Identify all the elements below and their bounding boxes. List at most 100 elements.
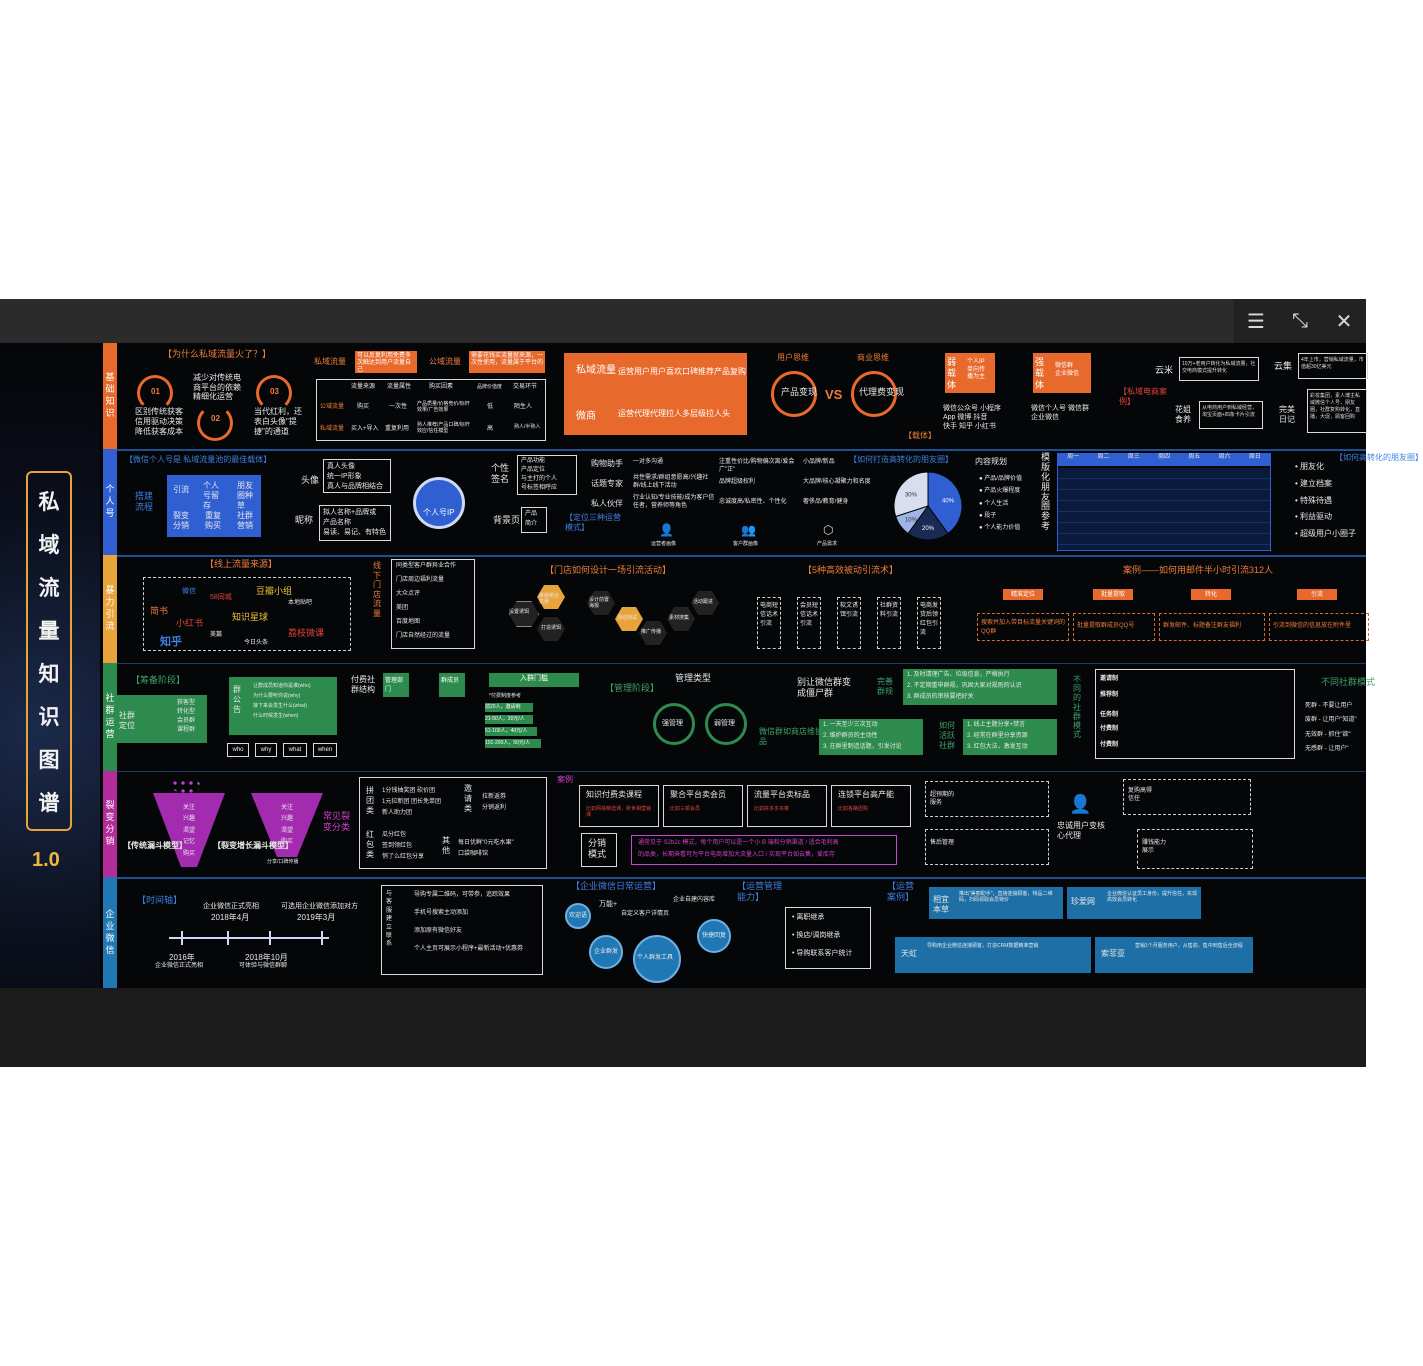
bubble: 企业群发 <box>589 935 623 969</box>
table-cell: 产品质量/价格竞价/标杆效果/广告效果 <box>417 401 470 414</box>
title-panel: 私 域 流 量 知 识 图 谱 1.0 <box>0 343 100 988</box>
avatar-label: 头像 <box>301 475 320 485</box>
right-heading: 【如何高转化的朋友圈】 <box>1335 453 1423 462</box>
timeline-label: 可体验与微信群聊 <box>239 963 288 969</box>
flow-item: 口碑推荐 <box>682 367 714 376</box>
role-desc: 品牌超级权利 <box>719 479 756 485</box>
mail-step: 批量提取 <box>1093 589 1133 600</box>
close-icon[interactable]: ✕ <box>1335 310 1353 333</box>
role-desc: 奢侈品/教育/健身 <box>803 499 849 505</box>
role-desc: 行业认知/专业技能/成为客户信任者，营养师等角色 <box>633 495 715 509</box>
signature-desc: 产品功能 产品定位 与主打的个人 号标签相呼应 <box>517 455 577 495</box>
pie-slice <box>907 505 949 541</box>
tab-fission: 裂变分销 <box>103 771 117 877</box>
title-char: 私 <box>38 490 60 514</box>
tab-traffic: 暴力引流 <box>103 555 117 663</box>
title-char: 识 <box>38 705 60 729</box>
table-header: 交易环节 <box>513 384 538 390</box>
case-desc: 10万+老用户转化为私域流量，社交电商模式提升转化 <box>1179 357 1259 381</box>
table-cell: 公域流量 <box>320 404 345 410</box>
role-desc: 共性需求/群组意愿高/兴趣社群/线上线下活动 <box>633 475 709 489</box>
case-label: 案例 <box>557 775 573 784</box>
pie-label: 30% <box>905 493 918 499</box>
cases-heading: 【运营案例】 <box>887 881 915 903</box>
weekday: 周三 <box>1127 454 1140 460</box>
passive-heading: 【5种高效被动引流术】 <box>803 565 899 575</box>
brand-case: 相宜本草 推出"美丽助手"，直接连接顾客，特品二维码，扫码领取会员特价 <box>929 887 1063 919</box>
tab-community: 社群运营 <box>103 663 117 771</box>
mindset-label: 商业思维 <box>857 353 889 362</box>
reason-text: 当代红利，还表白头像"提捷"的通道 <box>254 407 302 436</box>
type-items: 每日优鲜"0元吃水果"口袋咖啡馆 <box>458 840 514 857</box>
weekday: 周六 <box>1218 454 1231 460</box>
mail-desc: 搜索并加入带目标流量关键词的QQ群 <box>977 613 1069 641</box>
funnel-stages: 关注兴趣渴望购买 <box>281 805 294 846</box>
interact-box: 1. 一天至少三次互动 2. 维护群员的主动性 3. 在群里制造话题，引发讨论 <box>819 719 923 755</box>
fission-funnel <box>251 793 323 857</box>
timeline-date: 2019年3月 <box>297 913 336 922</box>
shrink-icon[interactable]: ⤡ <box>1292 309 1308 332</box>
number-badge <box>256 375 292 411</box>
dots-decoration <box>171 779 201 793</box>
step: 引流 <box>173 485 189 494</box>
type-label: 其他 <box>442 836 450 855</box>
step: 社群营销 <box>237 511 253 530</box>
hex-label: 活动跟进 <box>693 599 714 605</box>
private-label: 私域流量 <box>314 357 346 366</box>
case-box: 知识付费卖课程 比如网易精选课，新世相营销课 <box>579 785 659 827</box>
service-card: 复购高得信任 <box>1123 779 1251 815</box>
funnel-stages: 关注兴趣渴望记忆购买 <box>183 805 196 857</box>
timeline-tick <box>269 931 271 945</box>
passive-item: 电商发货后领红包引流 <box>917 597 941 649</box>
title-char: 域 <box>38 533 60 557</box>
hex-node <box>615 607 643 631</box>
mail-desc: 群发邮件、标题备注群友福利 <box>1159 613 1265 641</box>
title-char: 流 <box>38 576 60 600</box>
type-label: 邀请类 <box>464 784 472 813</box>
step: 个人号留存 <box>203 481 219 510</box>
agent-circle <box>851 371 897 417</box>
offline-list: 同类型客户群异业合作 门店周边福利流量 大众点评 美团 百度地图 门店自然经过的… <box>391 559 475 649</box>
section-fission: 关注兴趣渴望记忆购买 【传统漏斗模型】 关注兴趣渴望购买 分享/口碑传播 【裂变… <box>117 771 1366 879</box>
gate-desc: *付费制度参考 <box>489 693 521 699</box>
case-brand: 完美日记 <box>1279 405 1295 424</box>
member-node: 群成员 <box>439 673 465 697</box>
mail-step: 转化 <box>1191 589 1231 600</box>
table-cell: 高 <box>487 426 494 432</box>
weekday: 周四 <box>1157 454 1170 460</box>
icon-label: 客户群画像 <box>733 541 759 547</box>
hex-node <box>639 621 667 645</box>
carrier-heading: 【载体】 <box>904 431 936 440</box>
section-wecom: 【时间轴】 企业微信正式亮相 2018年4月 可选用企业微信添加对方 2019年… <box>117 877 1366 988</box>
background-desc: 产品 简介 <box>521 507 547 533</box>
private-desc: 可以反复利用免费多次触达到用户流量自己 <box>355 351 417 373</box>
hex-node <box>537 585 565 609</box>
hex-node <box>587 591 615 615</box>
case-brand: 花姐食养 <box>1175 405 1191 424</box>
funnel-caption: 【传统漏斗模型】 <box>123 841 187 850</box>
strong-carrier: 强载体 微信群企业微信 <box>1033 353 1091 393</box>
offline-label: 线下门店流量 <box>373 561 381 618</box>
community-positioning: 社群定位 获客型转化型会员群课程群 <box>117 695 207 743</box>
circle-label: 产品变现 <box>781 387 818 397</box>
table-header: 流量来源 <box>351 384 376 390</box>
hex-node <box>691 591 719 615</box>
case-box: 流量平台卖标品 比如拼多多买菜 <box>747 785 827 827</box>
role-desc: 小品牌/新品 <box>803 459 835 465</box>
hex-label: 设置诱饵 <box>509 609 530 615</box>
section-basics: 【为什么私域流量火了？】 01 减少对传统电商平台的依赖精细化运营 区别传统获客… <box>117 343 1368 451</box>
menu-icon[interactable]: ☰ <box>1247 310 1265 333</box>
number-label: 01 <box>151 387 160 396</box>
section-community: 【筹备阶段】 社群定位 获客型转化型会员群课程群 群公告 让群成员知道你是谁(w… <box>117 663 1375 772</box>
announcement-box: 群公告 让群成员知道你是谁(who)为什么要听你说(why)接下来会发生什么(w… <box>229 677 337 735</box>
source: 小红书 <box>176 618 204 628</box>
flow-item: 产品复购 <box>714 367 746 376</box>
source: 本地贴吧 <box>288 600 313 606</box>
flow-item: 运营用户 <box>618 367 650 376</box>
mail-case-heading: 案例——如何用邮件半小时引流312人 <box>1123 565 1274 575</box>
source: 微信 <box>182 588 196 595</box>
manage-type-label: 管理类型 <box>675 673 712 683</box>
hex-label: 素材搜集 <box>669 615 690 621</box>
public-label: 公域流量 <box>429 357 461 366</box>
